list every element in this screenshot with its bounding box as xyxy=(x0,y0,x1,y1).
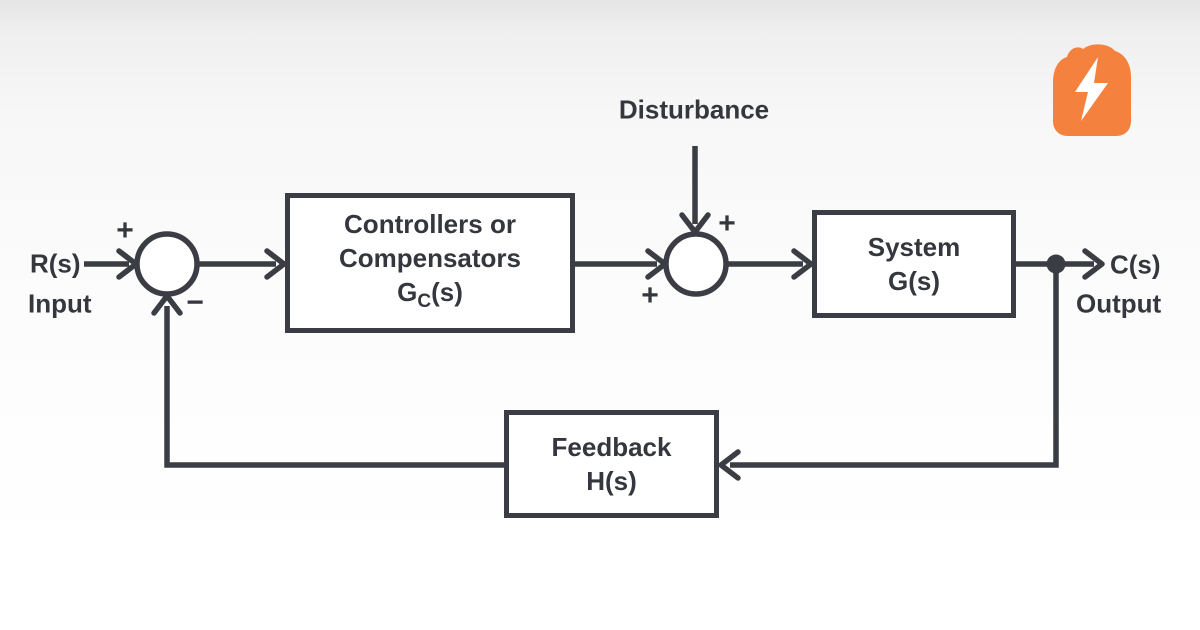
system-transfer-function: G(s) xyxy=(888,266,940,296)
output-signal-label: C(s) xyxy=(1110,249,1161,280)
summing-junction-1 xyxy=(134,231,200,297)
disturbance-line xyxy=(679,146,711,235)
feedback-block: Feedback H(s) xyxy=(504,410,719,518)
feedback-line1: Feedback xyxy=(551,432,672,462)
controller-line2: Compensators xyxy=(338,243,522,273)
controller-to-sum2-line xyxy=(575,248,668,280)
controller-block: Controllers or Compensators GC(s) xyxy=(285,193,575,333)
arrowhead-icon xyxy=(151,293,183,316)
system-block: System G(s) xyxy=(812,210,1016,318)
input-caption-label: Input xyxy=(28,288,92,319)
sum2-plus-top-sign: + xyxy=(718,207,736,240)
arrowhead-icon xyxy=(1082,248,1105,280)
feedback-transfer-function: H(s) xyxy=(586,466,637,496)
arrowhead-icon xyxy=(718,449,741,481)
controller-line1: Controllers or xyxy=(344,209,516,239)
sum2-plus-left-sign: + xyxy=(641,279,659,312)
input-signal-label: R(s) xyxy=(30,248,81,279)
sum1-to-controller-line xyxy=(197,248,287,280)
output-signal-line xyxy=(1016,248,1105,280)
sum1-minus-sign: − xyxy=(186,286,204,319)
lightning-bolt-icon xyxy=(1075,57,1108,121)
subscript: C xyxy=(417,291,432,312)
summing-junction-2 xyxy=(663,231,729,297)
feedback-to-sum1-line xyxy=(151,293,504,468)
sum1-plus-sign: + xyxy=(116,214,134,247)
arrowhead-icon xyxy=(264,248,287,280)
controller-transfer-function: GC(s) xyxy=(397,277,463,312)
output-caption-label: Output xyxy=(1076,288,1162,319)
arrowhead-icon xyxy=(791,248,814,280)
system-line1: System xyxy=(867,232,961,262)
output-to-feedback-line xyxy=(718,264,1059,481)
input-signal-line xyxy=(84,248,139,280)
toast-lightning-logo-icon xyxy=(1047,41,1137,137)
disturbance-label: Disturbance xyxy=(618,94,770,125)
sum2-to-system-line xyxy=(727,248,814,280)
